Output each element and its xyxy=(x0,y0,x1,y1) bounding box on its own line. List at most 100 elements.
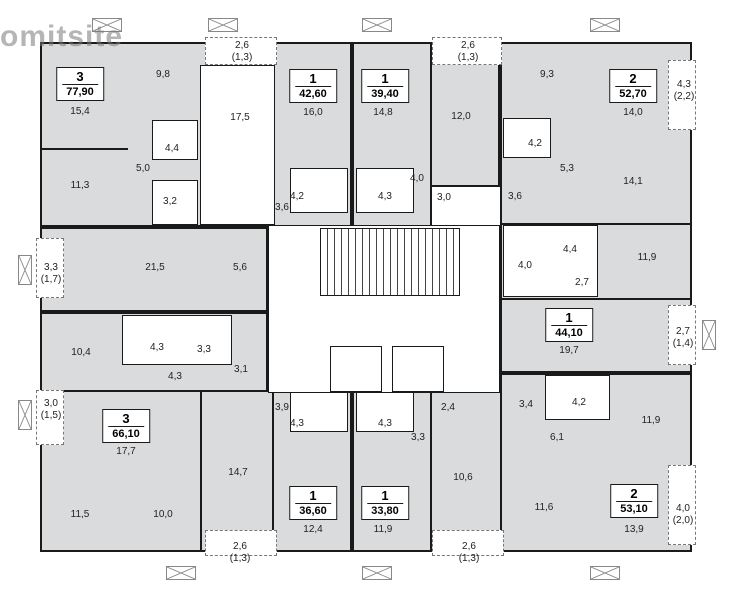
window-icon xyxy=(362,566,392,580)
balcony-label: 2,6(1,3) xyxy=(232,40,253,64)
balcony-area-reduced: (1,5) xyxy=(40,410,62,421)
balcony-label: 2,7(1,4) xyxy=(673,326,694,350)
wall xyxy=(40,148,128,150)
window-icon xyxy=(590,18,620,32)
room-area-label: 12,0 xyxy=(451,111,471,122)
bathroom xyxy=(503,118,551,158)
room-area-label: 14,7 xyxy=(228,467,248,478)
balcony-area-reduced: (2,0) xyxy=(672,515,694,526)
bathroom xyxy=(503,225,598,297)
room-area-label: 11,5 xyxy=(70,509,90,520)
balcony-label: 2,6(1,3) xyxy=(459,541,480,565)
room-area-label: 11,9 xyxy=(373,524,393,535)
room-area-label: 11,3 xyxy=(70,180,90,191)
bathroom xyxy=(290,168,348,213)
room-area-label: 3,9 xyxy=(275,402,289,413)
room-area-label: 10,4 xyxy=(71,347,91,358)
apartment-rooms: 3 xyxy=(122,411,130,426)
balcony-label: 4,0(2,0) xyxy=(673,503,694,527)
window-icon xyxy=(92,18,122,32)
room-area-label: 16,0 xyxy=(303,107,323,118)
balcony-label: 3,3(1,7) xyxy=(41,262,62,286)
room-area-label: 14,1 xyxy=(623,176,643,187)
room-area-label: 4,4 xyxy=(165,143,179,154)
apartment-44-10-area[interactable] xyxy=(500,298,692,373)
balcony-area: 2,6 xyxy=(235,40,249,51)
room-area-label: 13,9 xyxy=(624,524,644,535)
hallway xyxy=(200,65,275,225)
bathroom xyxy=(152,180,198,225)
balcony-area: 3,3 xyxy=(44,262,58,273)
room-10-6-area xyxy=(430,390,502,552)
balcony-area: 4,3 xyxy=(677,79,691,90)
balcony-label: 2,6(1,3) xyxy=(230,541,251,565)
apartment-area: 52,70 xyxy=(615,86,651,101)
apartment-rooms: 2 xyxy=(629,71,637,86)
bathroom xyxy=(356,168,414,213)
room-area-label: 17,7 xyxy=(116,446,136,457)
apartment-area: 44,10 xyxy=(551,325,587,340)
room-area-label: 4,0 xyxy=(518,260,532,271)
balcony-area-reduced: (1,3) xyxy=(458,553,480,564)
balcony xyxy=(668,465,696,545)
room-area-label: 2,7 xyxy=(575,277,589,288)
room-area-label: 3,3 xyxy=(197,344,211,355)
balcony xyxy=(668,60,696,130)
balcony xyxy=(668,305,696,365)
room-area-label: 9,8 xyxy=(156,69,170,80)
balcony xyxy=(36,390,64,445)
bathroom xyxy=(545,375,610,420)
apartment-area: 66,10 xyxy=(108,426,144,441)
room-area-label: 3,6 xyxy=(275,202,289,213)
window-icon xyxy=(18,255,32,285)
window-icon xyxy=(166,566,196,580)
balcony-area: 2,6 xyxy=(461,40,475,51)
room-area-label: 5,0 xyxy=(136,163,150,174)
room-area-label: 3,3 xyxy=(411,432,425,443)
room-14-7-area xyxy=(200,390,274,552)
apartment-rooms: 1 xyxy=(565,310,573,325)
room-area-label: 4,3 xyxy=(150,342,164,353)
apartment-66-10-area[interactable] xyxy=(40,390,202,552)
balcony-area: 2,6 xyxy=(462,541,476,552)
window-icon xyxy=(208,18,238,32)
bathroom xyxy=(152,120,198,160)
balcony xyxy=(205,530,277,556)
apartment-area: 39,40 xyxy=(367,86,403,101)
balcony xyxy=(432,37,502,65)
room-area-label: 3,1 xyxy=(234,364,248,375)
room-area-label: 6,1 xyxy=(550,432,564,443)
apartment-area: 42,60 xyxy=(295,86,331,101)
balcony-area-reduced: (1,7) xyxy=(40,274,62,285)
room-area-label: 4,0 xyxy=(410,173,424,184)
balcony-area-reduced: (1,3) xyxy=(229,553,251,564)
bathroom xyxy=(356,392,414,432)
apartment-rooms: 1 xyxy=(309,488,317,503)
room-12-0-area xyxy=(430,42,500,187)
room-area-label: 4,4 xyxy=(563,244,577,255)
apartment-rooms: 1 xyxy=(309,71,317,86)
balcony xyxy=(432,530,504,556)
balcony-area-reduced: (2,2) xyxy=(673,91,695,102)
apartment-rooms: 3 xyxy=(76,69,84,84)
apartment-53-10-area[interactable] xyxy=(500,373,692,552)
room-area-label: 5,6 xyxy=(233,262,247,273)
room-area-label: 10,0 xyxy=(153,509,173,520)
apartment-rooms: 1 xyxy=(381,71,389,86)
apartment-rooms: 2 xyxy=(630,486,638,501)
window-icon xyxy=(18,400,32,430)
apartment-area: 33,80 xyxy=(367,503,403,518)
apartment-area: 53,10 xyxy=(616,501,652,516)
balcony-area: 4,0 xyxy=(676,503,690,514)
room-area-label: 21,5 xyxy=(145,262,165,273)
